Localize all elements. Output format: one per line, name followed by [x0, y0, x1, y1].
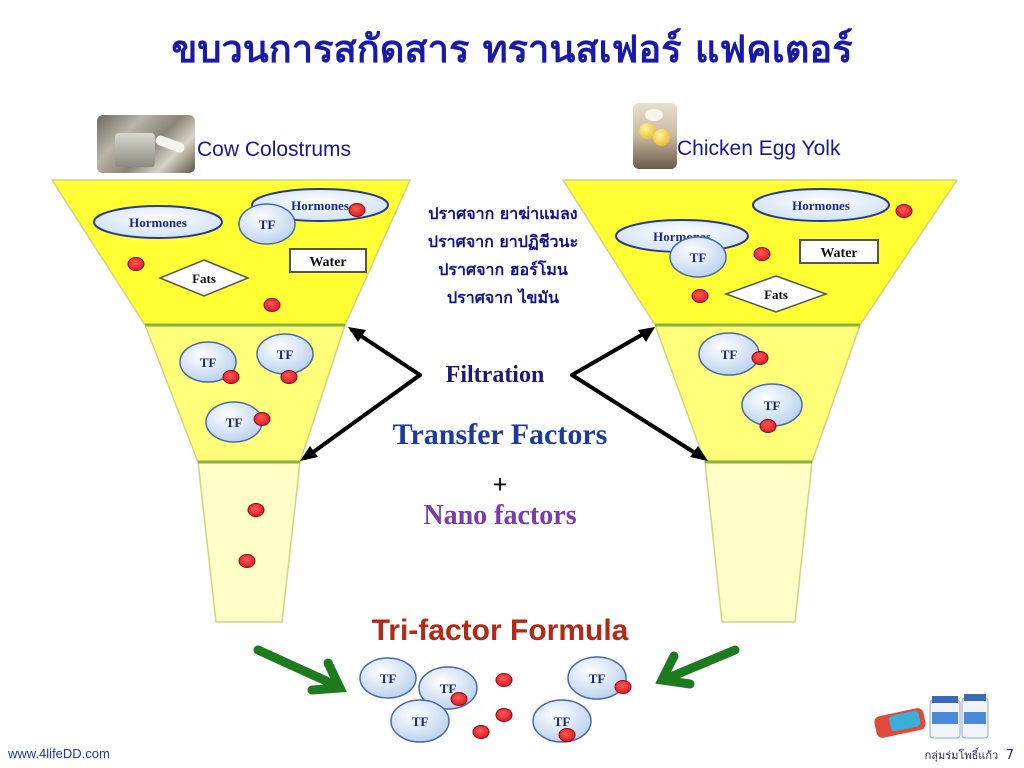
svg-text:Hormones: Hormones: [291, 198, 349, 213]
footer-website: www.4lifeDD.com: [8, 746, 110, 761]
red-dot: [691, 289, 709, 303]
free-from-list: ปราศจาก ยาฆ่าแมลง ปราศจาก ยาปฏิชีวนะ ปรา…: [388, 200, 618, 312]
tf-bubbles: TF TF TF TF TF TF TF TF TF TF TF TF: [179, 203, 803, 743]
red-dot: [759, 419, 777, 433]
tf-label: TF: [589, 671, 606, 686]
left-water-box: Water: [289, 248, 367, 273]
transfer-factors-label: Transfer Factors: [392, 418, 608, 451]
left-funnel-middle: [143, 324, 347, 463]
red-dot: [895, 204, 913, 218]
tf-label: TF: [259, 217, 276, 232]
red-dot: [450, 692, 468, 706]
right-funnel-bottom: [704, 461, 813, 623]
tf-label: TF: [440, 681, 457, 696]
cow-colostrums-label: Cow Colostrums: [197, 138, 352, 161]
tf-label: TF: [200, 355, 217, 370]
filtration-arrows: [303, 328, 705, 460]
tf-bubble: TF: [205, 401, 263, 443]
tf-label: TF: [277, 347, 294, 362]
tf-bubble: TF: [567, 656, 627, 700]
tf-bubble: TF: [390, 699, 450, 743]
tf-bubble: TF: [359, 657, 417, 699]
arrow-right-upper: [570, 328, 652, 377]
tf-bubble: TF: [238, 203, 296, 245]
filtration-label: Filtration: [445, 362, 545, 388]
free-from-item: ปราศจาก ยาฆ่าแมลง: [428, 204, 578, 223]
tf-label: TF: [412, 714, 429, 729]
green-arrow-right: [655, 645, 740, 689]
red-dot: [614, 680, 632, 694]
tri-factor-formula-label: Tri-factor Formula: [371, 614, 629, 647]
tf-label: TF: [380, 671, 397, 686]
free-from-item: ปราศจาก ฮอร์โมน: [438, 260, 568, 279]
red-dot: [558, 728, 576, 742]
red-dot: [247, 503, 265, 517]
red-dots: [127, 203, 913, 742]
arrow-left-lower: [303, 373, 422, 460]
red-dot: [751, 351, 769, 365]
tf-label: TF: [764, 398, 781, 413]
milk-pouring-photo: [97, 115, 195, 173]
right-fats-diamond: Fats: [723, 275, 829, 313]
red-dot: [127, 257, 145, 271]
green-arrow-left: [253, 645, 347, 695]
nano-factors-label: Nano factors: [423, 500, 577, 531]
chicken-egg-yolk-label: Chicken Egg Yolk: [677, 137, 841, 160]
footer-credit-text: กลุ่มร่มโพธิ์แก้ว: [924, 749, 999, 762]
free-from-item: ปราศจาก ยาปฏิชีวนะ: [427, 232, 579, 251]
red-dot: [472, 725, 490, 739]
svg-text:Hormones: Hormones: [129, 215, 187, 230]
tf-label: TF: [721, 347, 738, 362]
tf-label: TF: [226, 415, 243, 430]
tf-label: TF: [690, 250, 707, 265]
left-fats-diamond: Fats: [158, 259, 250, 297]
right-water-box: Water: [799, 239, 879, 264]
red-dot: [238, 554, 256, 568]
svg-text:Hormones: Hormones: [792, 198, 850, 213]
free-from-item: ปราศจาก ไขมัน: [447, 288, 559, 307]
svg-text:Fats: Fats: [764, 287, 788, 302]
page-title: ขบวนการสกัดสาร ทรานสเฟอร์ แฟคเตอร์: [171, 27, 853, 71]
arrow-right-lower: [570, 373, 705, 460]
red-dot: [348, 203, 366, 217]
footer-credit: กลุ่มร่มโพธิ์แก้ว 7: [925, 746, 1014, 764]
red-dot: [495, 673, 513, 687]
svg-text:Fats: Fats: [192, 271, 216, 286]
tf-bubble: TF: [669, 236, 727, 278]
left-funnel: [50, 179, 412, 623]
tf-bubble: TF: [532, 699, 592, 743]
red-dot: [222, 370, 240, 384]
red-dot: [495, 708, 513, 722]
filtration-arrowheads: [300, 327, 708, 461]
svg-text:Water: Water: [820, 246, 857, 261]
right-hormones-top: Hormones: [752, 188, 890, 222]
page-number: 7: [1005, 748, 1014, 763]
red-dot: [253, 412, 271, 426]
tf-label: TF: [554, 714, 571, 729]
tf-bubble: TF: [741, 383, 803, 427]
supplement-bottles-photo: [874, 694, 989, 739]
red-dot: [753, 247, 771, 261]
egg-yolk-photo: [633, 103, 677, 169]
arrow-left-upper: [350, 328, 422, 377]
tf-bubble: TF: [698, 332, 760, 376]
plus-sign: +: [492, 470, 508, 499]
red-dot: [280, 370, 298, 384]
svg-text:Water: Water: [309, 255, 346, 270]
left-hormones-left: Hormones: [93, 205, 223, 239]
left-funnel-bottom: [197, 461, 301, 623]
red-dot: [263, 298, 281, 312]
tf-bubble: TF: [256, 333, 314, 375]
tf-bubble: TF: [179, 341, 237, 383]
